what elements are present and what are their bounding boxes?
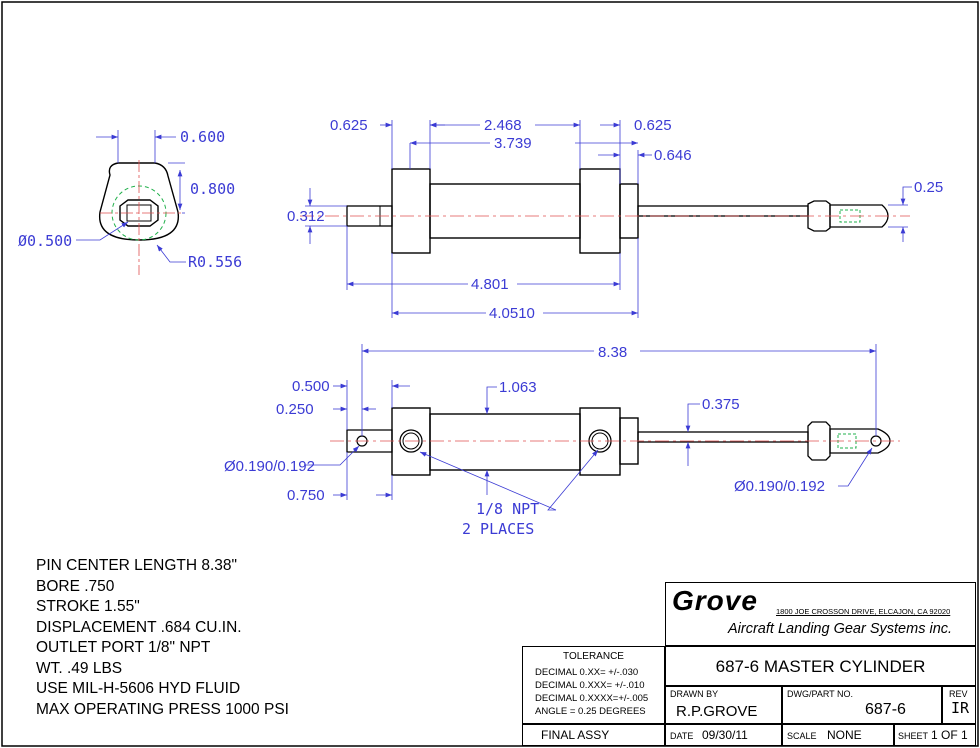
drawn-by-cell: DRAWN BY R.P.GROVE: [665, 686, 782, 724]
rev-value: IR: [951, 699, 970, 717]
leader: [838, 447, 873, 487]
port-note-line2: 2 PLACES: [462, 520, 534, 538]
side-view: 0.625 2.468 0.625 3.739 0.646 0.312 0.25…: [287, 117, 943, 322]
bottom-left-cap: [391, 407, 431, 476]
assy-value: FINAL ASSY: [541, 728, 610, 742]
scale-value: NONE: [827, 728, 862, 742]
dwg-cell: DWG/PART NO. 687-6: [782, 686, 942, 724]
dim-left-cap: 0.625: [330, 117, 368, 134]
leader: [76, 221, 129, 241]
dim-length-a: 4.801: [471, 276, 509, 293]
bottom-barrel: [429, 413, 581, 471]
general-notes: PIN CENTER LENGTH 8.38" BORE .750 STROKE…: [36, 556, 289, 720]
company-block: Grove 1800 JOE CROSSON DRIVE, ELCAJON, C…: [665, 582, 976, 646]
note-line: BORE .750: [36, 577, 115, 595]
dim-length-b: 4.0510: [489, 305, 535, 322]
piston-rod: [637, 205, 809, 217]
dim-bore: 1.063: [499, 379, 537, 396]
leader: [547, 449, 599, 511]
dim-stub-dia: 0.312: [287, 208, 325, 225]
note-line: WT. .49 LBS: [36, 659, 123, 677]
port-note-line1: 1/8 NPT: [476, 500, 539, 518]
leader: [419, 451, 557, 511]
note-line: OUTLET PORT 1/8" NPT: [36, 639, 211, 656]
end-view: 0.600 0.800 Ø0.500 R0.556: [18, 128, 242, 275]
dim-pin-right: Ø0.190/0.192: [734, 478, 825, 495]
barrel: [429, 183, 581, 239]
drawn-by-value: R.P.GROVE: [676, 703, 758, 720]
drawn-by-label: DRAWN BY: [670, 689, 719, 699]
dim-body: 2.468: [484, 117, 522, 134]
title-cell: 687-6 MASTER CYLINDER: [665, 646, 976, 686]
assy-cell: FINAL ASSY: [522, 724, 665, 746]
date-cell: DATE 09/30/11: [665, 724, 782, 746]
dim-radius: R0.556: [188, 253, 242, 271]
leader: [156, 244, 186, 263]
dim-end-c: 0.750: [287, 487, 325, 504]
scale-label: SCALE: [787, 731, 817, 741]
note-line: PIN CENTER LENGTH 8.38": [36, 557, 238, 574]
tolerance-line: DECIMAL 0.XXXX=+/-.005: [535, 693, 649, 704]
company-name: Aircraft Landing Gear Systems inc.: [728, 621, 953, 637]
dwg-value: 687-6: [865, 701, 906, 718]
dim-right-cap: 0.625: [634, 117, 672, 134]
end-view-flange: [99, 162, 179, 241]
tolerance-list: DECIMAL 0.XX= +/-.030 DECIMAL 0.XXX= +/-…: [535, 666, 648, 718]
left-cap: [391, 168, 431, 254]
dim-end-height: 0.800: [190, 180, 235, 198]
scale-cell: SCALE NONE: [782, 724, 894, 746]
bottom-view: 8.38 0.500 0.250 1.063 0.375 Ø0.190/0.19…: [224, 344, 900, 538]
sheet-cell: SHEET 1 OF 1: [894, 724, 976, 746]
leader: [304, 445, 360, 466]
dim-overall-body: 3.739: [494, 135, 532, 152]
rev-label: REV: [949, 689, 968, 699]
note-line: STROKE 1.55": [36, 598, 140, 615]
drawing-title: 687-6 MASTER CYLINDER: [715, 657, 926, 676]
dim-pin-left: Ø0.190/0.192: [224, 458, 315, 475]
bottom-nut: [807, 421, 831, 461]
right-cap: [579, 168, 621, 254]
date-value: 09/30/11: [702, 728, 748, 742]
tolerance-line: ANGLE = 0.25 DEGREES: [535, 706, 646, 717]
company-address: 1800 JOE CROSSON DRIVE, ELCAJON, CA 9202…: [776, 607, 951, 616]
note-line: MAX OPERATING PRESS 1000 PSI: [36, 700, 289, 718]
sheet-value: 1 OF 1: [931, 728, 968, 742]
dim-end-b: 0.250: [276, 401, 314, 418]
dim-right-offset: 0.646: [654, 147, 692, 164]
dim-end-width: 0.600: [180, 128, 225, 146]
note-line: DISPLACEMENT .684 CU.IN.: [36, 618, 242, 636]
dwg-label: DWG/PART NO.: [787, 689, 854, 699]
tolerance-line: DECIMAL 0.XX= +/-.030: [535, 667, 639, 678]
tolerance-title: TOLERANCE: [563, 651, 624, 662]
note-line: USE MIL-H-5606 HYD FLUID: [36, 680, 241, 697]
dim-rod-offset: 0.375: [702, 396, 740, 413]
dim-arrow: [484, 386, 497, 414]
rev-cell: REV IR: [942, 686, 976, 724]
sheet-label: SHEET: [898, 731, 929, 741]
company-logo: Grove: [672, 585, 758, 616]
tolerance-block: TOLERANCE DECIMAL 0.XX= +/-.030 DECIMAL …: [522, 646, 665, 724]
bottom-rod: [637, 431, 809, 443]
jam-nut: [807, 200, 831, 232]
dim-arrow: [685, 403, 700, 432]
tolerance-line: DECIMAL 0.XXX= +/-.010: [535, 680, 645, 691]
gland: [619, 183, 639, 239]
dim-clevis: 0.25: [914, 179, 943, 196]
date-label: DATE: [670, 731, 694, 741]
dim-pin-center: 8.38: [598, 344, 627, 361]
dim-hex: Ø0.500: [18, 232, 72, 250]
dim-arrow: [900, 186, 912, 205]
dim-end-a: 0.500: [292, 378, 330, 395]
